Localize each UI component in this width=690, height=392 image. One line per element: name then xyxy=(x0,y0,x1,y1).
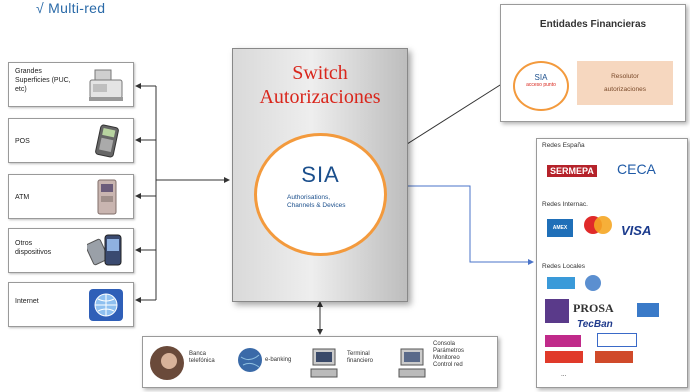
channel-grandes-superficies: Grandes Superficies (PUC, etc) xyxy=(8,62,134,107)
resolutor-line1: Resolutor xyxy=(611,73,639,80)
redes-espana-label: Redes España xyxy=(542,142,585,149)
sia-tagline-line2: Channels & Devices xyxy=(287,202,346,209)
entidades-financieras-box: Entidades Financieras SIA acceso punto R… xyxy=(500,4,686,122)
visa-logo: VISA xyxy=(621,223,652,238)
bottom-label-banca: Banca telefónica xyxy=(189,351,215,364)
sia-access-sub: acceso punto xyxy=(526,82,556,88)
bottom-channels-box: Banca telefónica e-banking Terminal fina… xyxy=(142,336,498,388)
internet-globe-icon xyxy=(89,289,123,321)
channel-label: Otros dispositivos xyxy=(15,240,52,256)
channel-label: POS xyxy=(15,138,30,145)
local-logo-1 xyxy=(547,277,575,289)
sia-logo-text: SIA xyxy=(301,162,340,187)
sia-tagline: Authorisations, Channels & Devices xyxy=(287,194,346,210)
sia-access-circle: SIA acceso punto xyxy=(513,61,569,111)
ceca-logo: CECA xyxy=(617,161,656,177)
prosa-logo: PROSA xyxy=(573,301,614,315)
resolutor-box: Resolutor autorizaciones xyxy=(577,61,673,105)
sia-circle: SIA Authorisations, Channels & Devices xyxy=(254,133,387,256)
channel-internet: Internet xyxy=(8,282,134,327)
workstation-icon xyxy=(310,348,338,378)
sermepa-logo: SERMEPA xyxy=(547,165,597,177)
mobile-device-icon xyxy=(87,234,122,266)
sia-access-label: SIA xyxy=(534,73,548,82)
local-logo-3 xyxy=(545,299,569,323)
entidades-financieras-title: Entidades Financieras xyxy=(539,19,647,30)
redes-locales-label: Redes Locales xyxy=(542,263,585,270)
local-logo-2 xyxy=(585,275,601,291)
mastercard-logo xyxy=(584,216,612,234)
banelco-logo xyxy=(545,335,581,347)
amex-logo: AMEX xyxy=(547,219,573,237)
channel-label: Internet xyxy=(15,298,39,305)
channel-label: ATM xyxy=(15,194,30,201)
switch-to-redes-arrow xyxy=(389,183,534,265)
bottom-label-terminal: Terminal financiero xyxy=(347,351,374,364)
pos-terminal-icon xyxy=(95,124,119,158)
console-icon xyxy=(398,348,426,378)
switch-title-line2: Autorizaciones xyxy=(259,86,381,108)
link-logo xyxy=(545,351,583,363)
channel-pos: POS xyxy=(8,118,134,163)
header-bullet: √ Multi-red xyxy=(36,0,106,16)
redes-more: ... xyxy=(561,371,567,378)
local-logo-4 xyxy=(637,303,659,317)
atm-icon xyxy=(97,179,117,215)
channel-connector xyxy=(135,83,230,303)
tecban-logo: TecBan xyxy=(577,319,613,330)
channel-atm: ATM xyxy=(8,174,134,219)
sia-tagline-line1: Authorisations, xyxy=(287,194,330,201)
switch-title-line1: Switch xyxy=(292,62,348,84)
globe-icon xyxy=(238,348,262,372)
call-center-icon xyxy=(150,346,184,380)
switch-title: Switch Autorizaciones xyxy=(233,61,407,109)
cash-register-icon xyxy=(89,69,123,101)
space-logo xyxy=(597,333,637,347)
resolutor-line2: autorizaciones xyxy=(604,86,646,93)
channel-otros-dispositivos: Otros dispositivos xyxy=(8,228,134,273)
redes-internacionales-label: Redes Internac. xyxy=(542,201,588,208)
channel-label: Grandes Superficies (PUC, etc) xyxy=(15,68,71,93)
redes-box: Redes España SERMEPA CECA Redes Internac… xyxy=(536,138,688,388)
bottom-label-consola: Consola Parámetros Monitoreo Control red xyxy=(433,341,465,368)
transbank-logo xyxy=(595,351,633,363)
bottom-label-ebanking: e-banking xyxy=(265,357,292,363)
